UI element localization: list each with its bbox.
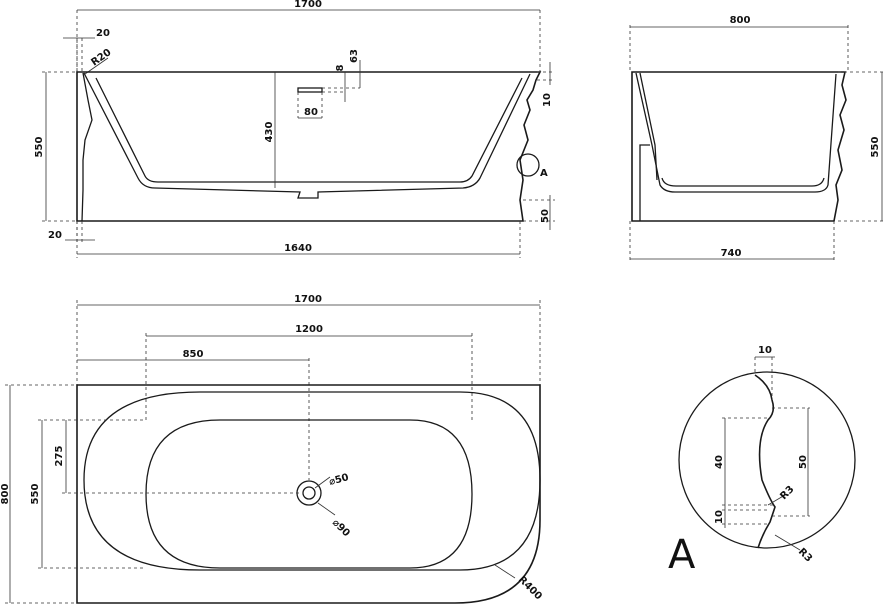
top-outer-rim — [76, 384, 541, 604]
detail-dim-10-bottom: 10 — [714, 510, 725, 524]
side-dim-base: 740 — [721, 248, 742, 259]
top-dim-drain-50: ⌀50 — [328, 472, 350, 488]
front-dim-overflow-width: 80 — [304, 107, 318, 118]
front-dim-63: 63 — [349, 49, 360, 63]
detail-dim-r3-inner: R3 — [778, 484, 796, 502]
detail-a-callout — [516, 153, 540, 177]
top-outer-oval — [83, 391, 541, 571]
front-dim-height: 550 — [34, 137, 45, 158]
front-outer-shell — [76, 71, 542, 222]
drain-inner — [302, 486, 316, 500]
detail-dim-40: 40 — [714, 455, 725, 469]
front-view: 1700 20 R20 80 8 63 430 1 — [34, 0, 555, 258]
detail-dim-10-top: 10 — [758, 345, 772, 356]
detail-a-title: A — [668, 532, 696, 578]
top-inner-oval — [145, 419, 473, 569]
side-view: 800 550 740 — [629, 15, 886, 262]
top-dim-width: 800 — [0, 484, 11, 505]
top-dim-drain-90: ⌀90 — [330, 517, 352, 539]
detail-a-circle — [678, 371, 856, 549]
detail-a: 10 40 50 R3 10 R3 A — [668, 345, 856, 578]
front-dim-base-rim: 20 — [48, 230, 62, 241]
front-detail-marker: A — [540, 168, 548, 179]
front-dim-base-length: 1640 — [284, 243, 312, 254]
top-dim-length: 1700 — [294, 294, 322, 305]
top-dim-drain-offset: 850 — [183, 349, 204, 360]
top-dim-inner-length: 1200 — [295, 324, 323, 335]
top-dim-corner-radius: R400 — [516, 574, 544, 602]
side-dim-height: 550 — [870, 137, 881, 158]
detail-a-profile — [754, 374, 776, 549]
side-outer-shell — [631, 71, 847, 222]
top-dim-inner-width: 550 — [30, 484, 41, 505]
front-dim-10: 10 — [542, 93, 553, 107]
front-dim-rim: 20 — [96, 28, 110, 39]
top-dim-half-width: 275 — [54, 446, 65, 467]
top-view: 1700 1200 850 ⌀50 ⌀90 800 550 275 — [0, 294, 544, 604]
detail-dim-50: 50 — [798, 455, 809, 469]
side-dim-width: 800 — [730, 15, 751, 26]
front-basin-outline — [83, 72, 531, 199]
front-dim-foot: 50 — [540, 209, 551, 223]
front-dim-length: 1700 — [294, 0, 322, 10]
front-dim-depth: 430 — [264, 122, 275, 143]
front-dim-r20: R20 — [89, 47, 113, 68]
front-dim-8: 8 — [335, 64, 346, 71]
drain-outer — [296, 480, 322, 506]
